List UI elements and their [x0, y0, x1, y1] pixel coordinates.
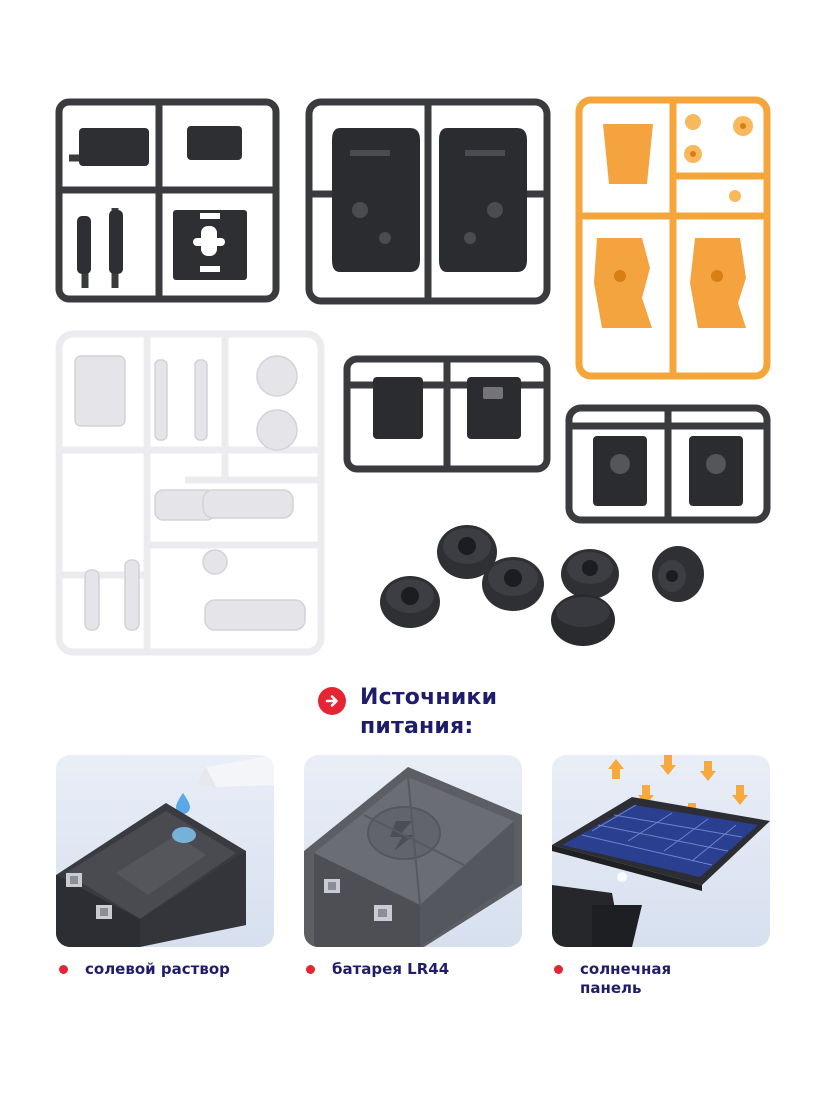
bullet-dot: [306, 965, 315, 974]
dark-sprue-battery-holders: [565, 404, 771, 524]
caption-solar: солнечная панель: [554, 960, 700, 998]
lr44-battery-pack-image: [304, 767, 522, 947]
caption-salt-water-label: солевой раствор: [85, 960, 230, 978]
salt-water-battery-image: [56, 755, 274, 947]
caption-lr44: батарея LR44: [306, 960, 522, 979]
dark-sprue-battery-covers: [343, 355, 551, 473]
power-source-card-lr44: [304, 755, 522, 947]
wheels-image: [380, 525, 704, 646]
dark-sprue-body-halves: [305, 98, 551, 305]
arrow-right-circle-icon: [318, 687, 346, 715]
power-source-card-solar: [552, 755, 770, 947]
dark-sprue-gearbox-parts: [55, 98, 280, 303]
orange-sprue-transparent-parts: [575, 96, 771, 380]
power-source-card-salt-water: [56, 755, 274, 947]
section-title: Источники питания:: [360, 685, 498, 739]
caption-solar-label: солнечная панель: [580, 960, 672, 997]
bullet-dot: [554, 965, 563, 974]
white-sprue-gears-and-levers: [55, 330, 325, 656]
solar-panel-image: [552, 755, 770, 947]
caption-lr44-label: батарея LR44: [332, 960, 450, 978]
bullet-dot: [59, 965, 68, 974]
caption-salt-water: солевой раствор: [59, 960, 275, 979]
